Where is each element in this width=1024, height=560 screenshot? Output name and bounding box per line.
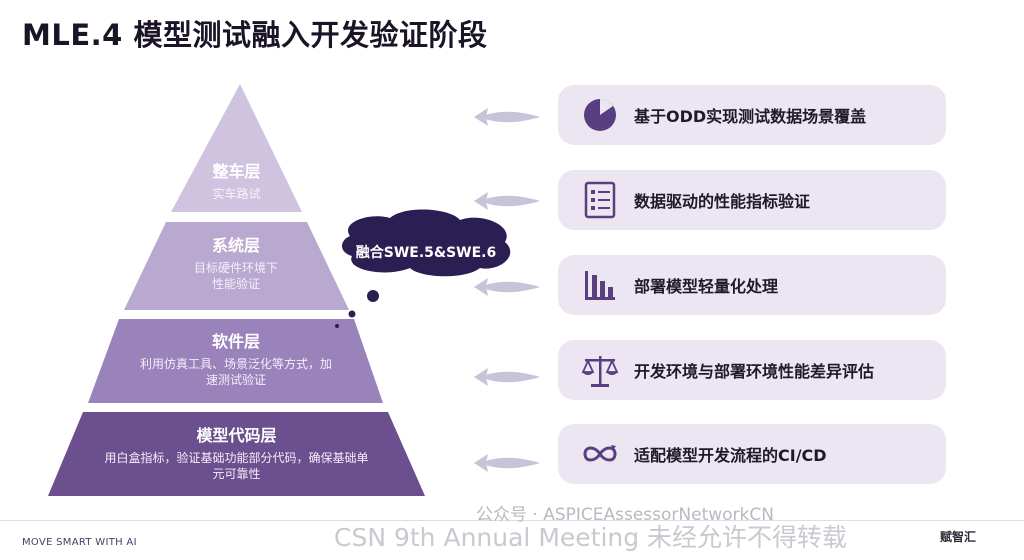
card-label: 数据驱动的性能指标验证 [634, 192, 811, 211]
layer-system-desc-line: 目标硬件环境下 [193, 261, 278, 275]
layer-software-desc: 利用仿真工具、场景泛化等方式，加 速测试验证 [103, 356, 369, 388]
arrow-left-icon [474, 278, 540, 296]
layer-software: 软件层 利用仿真工具、场景泛化等方式，加 速测试验证 [103, 328, 369, 388]
page-title: MLE.4 模型测试融入开发验证阶段 [22, 18, 488, 52]
brand-logo: 赋智汇 [940, 530, 977, 544]
arrow-left-icon [474, 192, 540, 210]
checklist-icon [580, 180, 620, 220]
layer-model-code: 模型代码层 用白盒指标，验证基础功能部分代码，确保基础单 元可靠性 [60, 422, 413, 482]
layer-software-desc-line: 利用仿真工具、场景泛化等方式，加 [139, 357, 332, 371]
card-env-diff: 开发环境与部署环境性能差异评估 [558, 340, 946, 400]
layer-vehicle-title: 整车层 [212, 162, 261, 181]
card-label: 基于ODD实现测试数据场景覆盖 [634, 107, 867, 126]
pyramid-layer-2 [124, 222, 349, 310]
layer-model-code-title: 模型代码层 [196, 426, 277, 445]
balance-scale-icon [580, 350, 620, 390]
bubble-label: 融合SWE.5&SWE.6 [355, 245, 497, 261]
card-cicd: 适配模型开发流程的CI/CD [558, 424, 946, 484]
card-label: 部署模型轻量化处理 [634, 277, 779, 296]
layer-model-code-desc: 用白盒指标，验证基础功能部分代码，确保基础单 元可靠性 [60, 450, 413, 482]
arrow-left-icon [474, 454, 540, 472]
footer-tagline: MOVE SMART WITH AI [22, 537, 137, 548]
arrow-left-icon [474, 108, 540, 126]
card-data-driven: 数据驱动的性能指标验证 [558, 170, 946, 230]
layer-system: 系统层 目标硬件环境下 性能验证 [150, 232, 322, 292]
layer-vehicle: 整车层 实车路试 [171, 158, 302, 202]
layer-system-title: 系统层 [211, 236, 260, 255]
layer-model-code-desc-line: 元可靠性 [212, 467, 261, 481]
pie-chart-icon [580, 95, 620, 135]
layer-software-desc-line: 速测试验证 [205, 373, 266, 387]
wechat-watermark: 公众号 · ASPICEAssessorNetworkCN [476, 505, 774, 525]
layer-system-desc: 目标硬件环境下 性能验证 [150, 260, 322, 292]
layer-system-desc-line: 性能验证 [211, 277, 260, 291]
pyramid-layer-3 [88, 319, 383, 403]
footer-divider [0, 520, 1024, 521]
thought-bubble [335, 209, 511, 328]
card-lightweight: 部署模型轻量化处理 [558, 255, 946, 315]
infinity-loop-icon [580, 434, 620, 474]
conference-watermark: CSN 9th Annual Meeting 未经允许不得转载 [334, 523, 848, 552]
card-odd-coverage: 基于ODD实现测试数据场景覆盖 [558, 85, 946, 145]
layer-model-code-desc-line: 用白盒指标，验证基础功能部分代码，确保基础单 [104, 451, 369, 465]
pyramid-layer-1 [171, 84, 302, 212]
layer-vehicle-desc: 实车路试 [212, 187, 261, 201]
pyramid-layer-4 [48, 412, 425, 496]
card-label: 开发环境与部署环境性能差异评估 [634, 362, 875, 381]
arrow-left-icon [474, 368, 540, 386]
card-label: 适配模型开发流程的CI/CD [634, 446, 827, 465]
bar-chart-icon [580, 265, 620, 305]
layer-software-title: 软件层 [211, 332, 260, 351]
